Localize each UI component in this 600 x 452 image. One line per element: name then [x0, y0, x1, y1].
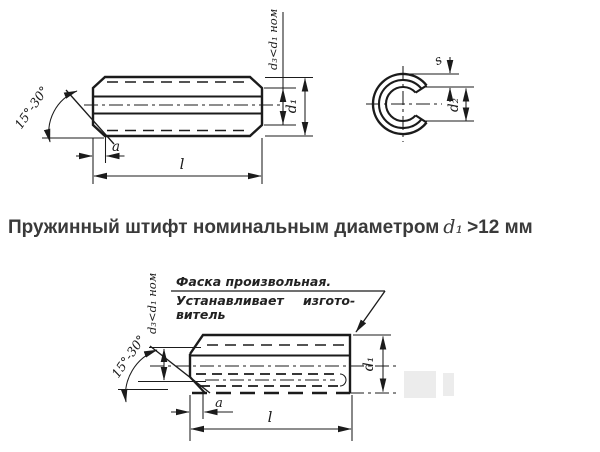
dim-d2-label: d₂ — [446, 98, 462, 112]
chamfer-angle-line — [65, 89, 115, 145]
note-leader-arrow — [355, 290, 386, 333]
top-side-view: 15°-30° a l d₃<d₁ ном d₁ — [11, 9, 313, 184]
bottom-side-view: Фаска произвольная. Устанавливает изгото… — [108, 273, 454, 441]
note-line3: витель — [176, 307, 226, 322]
dim-l-label-2: l — [268, 408, 273, 426]
watermark-fragment — [404, 371, 436, 398]
caption-suffix: >12 мм — [467, 217, 533, 238]
note-line1: Фаска произвольная. — [176, 274, 331, 289]
caption-diameter-symbol: d₁ — [443, 216, 464, 238]
dim-d1-label: d₁ — [284, 99, 300, 114]
d3-note-label-2: d₃<d₁ ном — [145, 273, 159, 334]
dim-s-label: s — [432, 52, 445, 69]
hidden-slot-round-end — [339, 373, 347, 387]
dim-d1-label-2: d₁ — [361, 357, 377, 372]
dim-a-label: a — [112, 139, 120, 155]
angle-arc-2 — [120, 349, 158, 403]
caption-text: Пружинный штифт номинальным диаметром — [8, 217, 440, 238]
d3-note-label: d₃<d₁ ном — [266, 9, 280, 70]
watermark-fragment — [443, 373, 454, 396]
dim-a-label-2: a — [215, 396, 223, 411]
angle-label-2: 15°-30° — [108, 332, 148, 380]
dim-l-label: l — [180, 155, 185, 173]
note-line2b: изгото- — [303, 293, 355, 308]
pin-outline-2 — [189, 333, 352, 393]
pin-outline — [91, 75, 264, 138]
note-line2a: Устанавливает — [176, 293, 284, 308]
angle-arc — [43, 90, 78, 143]
angle-label: 15°-30° — [11, 83, 51, 131]
end-view: s d₂ — [366, 52, 474, 142]
chamfer-angle-line-2 — [149, 345, 211, 394]
